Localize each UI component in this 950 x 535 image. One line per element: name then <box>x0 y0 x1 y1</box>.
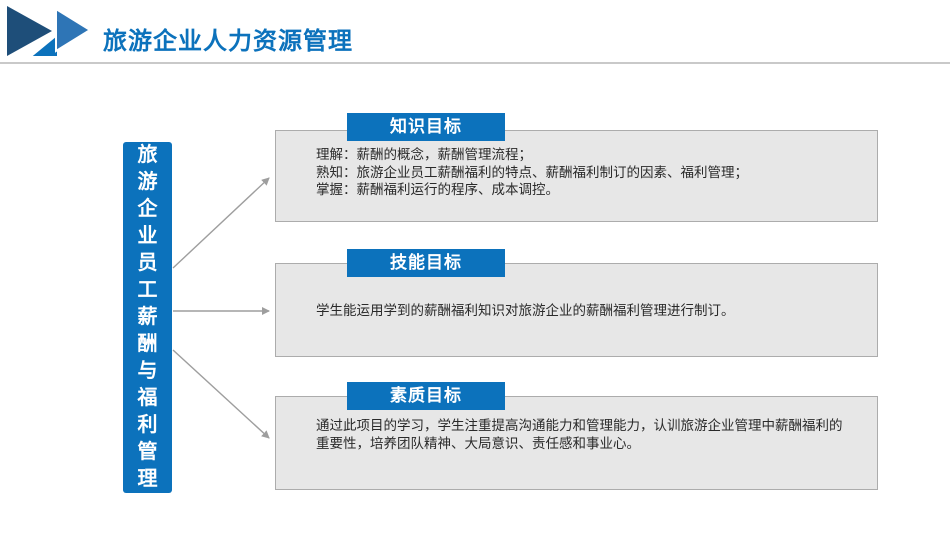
skill-objective-panel: 学生能运用学到的薪酬福利知识对旅游企业的薪酬福利管理进行制订。 <box>275 263 878 357</box>
triangle-arrows-logo-icon <box>7 6 92 58</box>
knowledge-line-1: 理解：薪酬的概念，薪酬管理流程； <box>316 147 532 162</box>
knowledge-line-2: 熟知：旅游企业员工薪酬福利的特点、薪酬福利制订的因素、福利管理； <box>316 164 748 180</box>
quality-objective-panel: 通过此项目的学习，学生注重提高沟通能力和管理能力，认训旅游企业管理中薪酬福利的重… <box>275 396 878 490</box>
knowledge-objective-panel: 理解：薪酬的概念，薪酬管理流程； 熟知：旅游企业员工薪酬福利的特点、薪酬福利制订… <box>275 130 878 222</box>
page-title: 旅游企业人力资源管理 <box>103 28 353 55</box>
left-topic-box: 旅游企业员工薪酬与福利管理 <box>123 142 172 493</box>
skill-objective-tab: 技能目标 <box>347 249 505 277</box>
arrow-to-knowledge <box>172 177 270 269</box>
header-divider <box>0 62 950 64</box>
skill-line-1: 学生能运用学到的薪酬福利知识对旅游企业的薪酬福利管理进行制订。 <box>316 303 735 318</box>
knowledge-objective-tab: 知识目标 <box>347 113 505 141</box>
quality-objective-tab: 素质目标 <box>347 382 505 410</box>
arrow-to-quality <box>172 349 270 439</box>
quality-line-1: 通过此项目的学习，学生注重提高沟通能力和管理能力，认训旅游企业管理中薪酬福利的重… <box>316 418 843 451</box>
knowledge-line-3: 掌握：薪酬福利运行的程序、成本调控。 <box>316 182 559 197</box>
left-topic-label: 旅游企业员工薪酬与福利管理 <box>137 144 158 490</box>
